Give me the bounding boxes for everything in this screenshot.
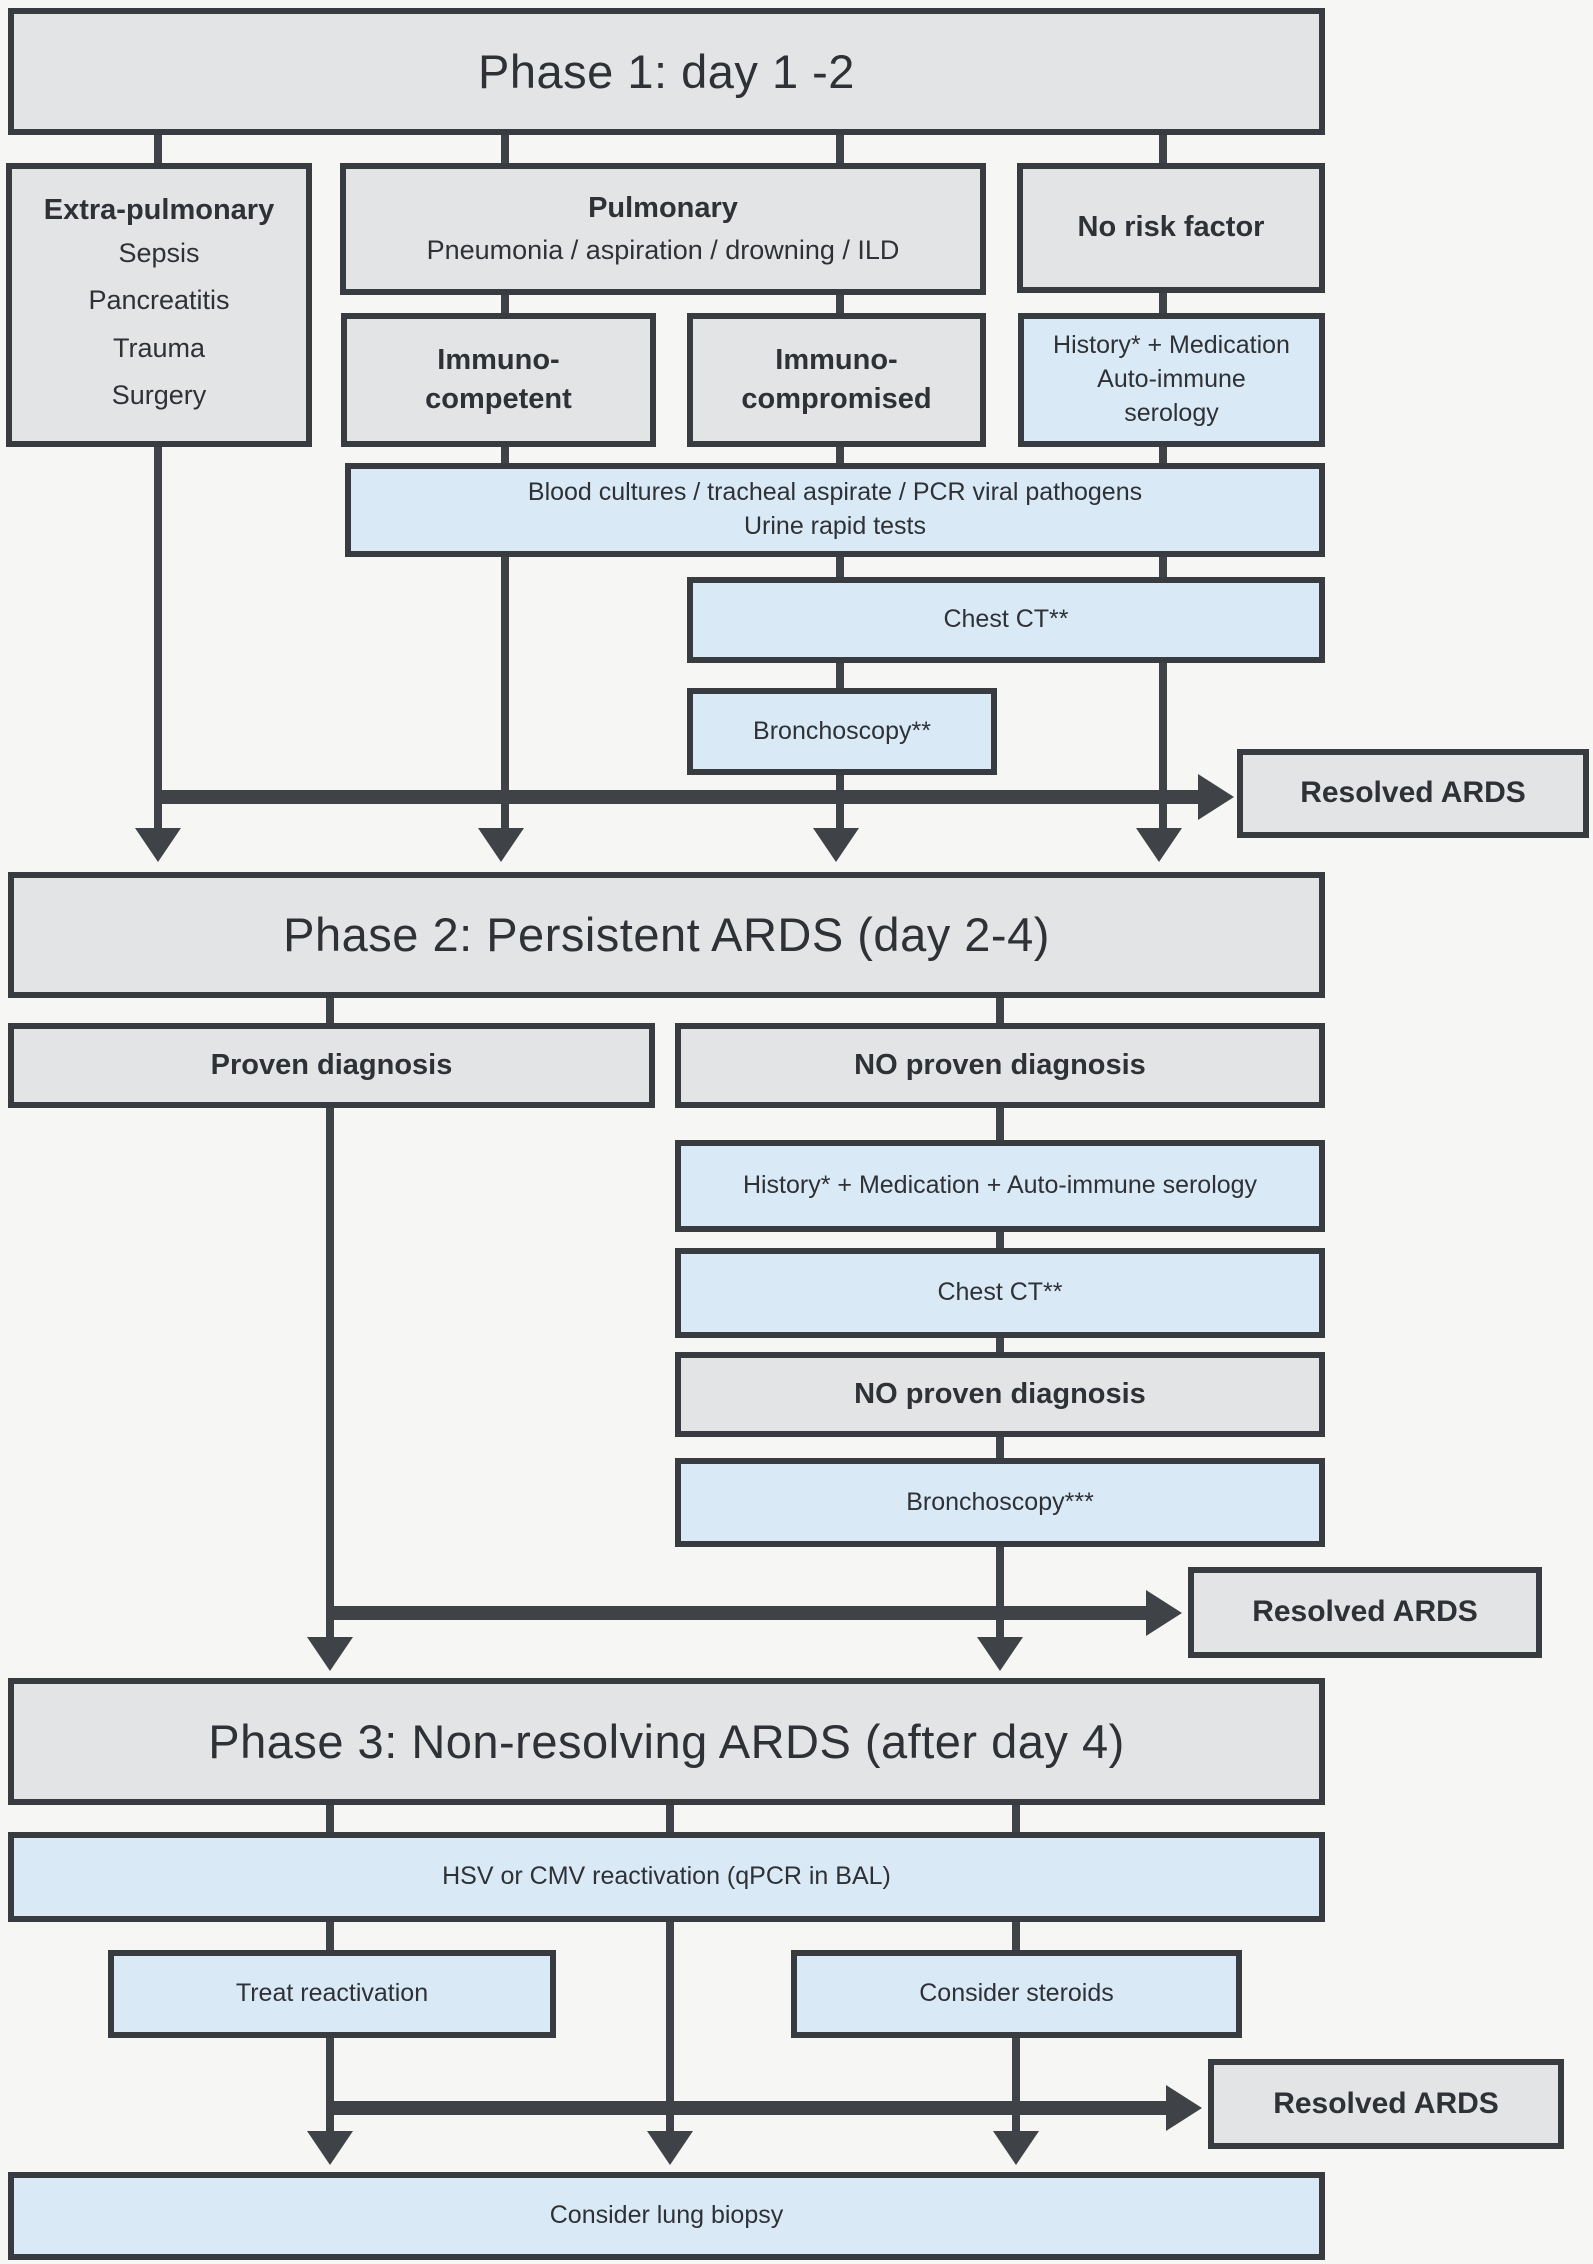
bronchoscopy-phase1-box: Bronchoscopy** (687, 688, 997, 775)
chest-ct-phase1-label: Chest CT** (943, 605, 1069, 634)
arrowhead-down-icon (478, 828, 524, 862)
flow-line (996, 1547, 1004, 1637)
flow-stub (996, 998, 1004, 1023)
flow-stub (501, 295, 509, 313)
chest-ct-phase2-box: Chest CT** (675, 1248, 1325, 1338)
flow-stub (996, 1108, 1004, 1140)
phase2-title: Phase 2: Persistent ARDS (day 2-4) (283, 908, 1050, 962)
arrowhead-down-icon (307, 2131, 353, 2165)
hsv-cmv-reactivation-label: HSV or CMV reactivation (qPCR in BAL) (442, 1862, 891, 1891)
chest-ct-phase1-box: Chest CT** (687, 577, 1325, 663)
arrowhead-down-icon (1136, 828, 1182, 862)
resolved-ards-phase3-box: Resolved ARDS (1208, 2059, 1564, 2149)
no-proven-diagnosis-label: NO proven diagnosis (854, 1048, 1146, 1081)
flow-stub (836, 663, 844, 688)
flow-harrow (158, 790, 1198, 804)
flow-stub (501, 447, 509, 463)
pulmonary-subtitle: Pneumonia / aspiration / drowning / ILD (426, 235, 900, 266)
flow-line (666, 1922, 674, 2131)
flow-line (1159, 663, 1167, 828)
chest-ct-phase2-label: Chest CT** (937, 1278, 1063, 1307)
arrowhead-down-icon (993, 2131, 1039, 2165)
no-risk-factor-label: No risk factor (1077, 211, 1265, 244)
resolved-ards-phase3-label: Resolved ARDS (1273, 2086, 1499, 2120)
consider-lung-biopsy-box: Consider lung biopsy (8, 2172, 1325, 2260)
flow-stub (326, 998, 334, 1023)
resolved-ards-phase1-box: Resolved ARDS (1237, 749, 1589, 838)
pulmonary-title: Pulmonary (588, 192, 738, 225)
arrowhead-down-icon (135, 828, 181, 862)
flow-stub (996, 1437, 1004, 1458)
flow-stub (1159, 293, 1167, 313)
flow-line (326, 1108, 334, 1637)
consider-steroids-box: Consider steroids (791, 1950, 1242, 2038)
arrowhead-down-icon (977, 1637, 1023, 1671)
immuno-competent-box: Immuno- competent (341, 313, 656, 447)
consider-lung-biopsy-label: Consider lung biopsy (549, 2201, 784, 2230)
bronchoscopy-phase2-box: Bronchoscopy*** (675, 1458, 1325, 1547)
resolved-ards-phase2-box: Resolved ARDS (1188, 1567, 1542, 1658)
flow-stub (836, 447, 844, 463)
no-risk-factor-box: No risk factor (1017, 163, 1325, 293)
flow-stub (326, 1922, 334, 1950)
flow-stub (1012, 1922, 1020, 1950)
flow-line (154, 447, 162, 828)
flow-harrow (330, 1606, 1146, 1620)
arrowhead-right-icon (1166, 2085, 1202, 2131)
immuno-compromised-label: Immuno- compromised (741, 343, 932, 415)
consider-steroids-label: Consider steroids (919, 1979, 1114, 2008)
flow-stub (326, 1805, 334, 1832)
bronchoscopy-phase2-label: Bronchoscopy*** (906, 1487, 1094, 1516)
phase1-header-box: Phase 1: day 1 -2 (8, 8, 1325, 135)
no-proven-diagnosis-box: NO proven diagnosis (675, 1023, 1325, 1108)
resolved-ards-phase2-label: Resolved ARDS (1252, 1595, 1478, 1629)
history-serology-phase2-box: History* + Medication + Auto-immune sero… (675, 1140, 1325, 1232)
immuno-competent-label: Immuno- competent (425, 343, 572, 415)
flow-stub (996, 1338, 1004, 1352)
flow-stub (1159, 447, 1167, 463)
flow-line (326, 2038, 334, 2131)
treat-reactivation-box: Treat reactivation (108, 1950, 556, 2038)
flow-harrow (330, 2101, 1166, 2115)
flow-stub (501, 135, 509, 163)
history-medication-serology-label: History* + Medication Auto-immune serolo… (1053, 331, 1290, 427)
treat-reactivation-label: Treat reactivation (235, 1979, 429, 2008)
flow-stub (154, 135, 162, 163)
extra-pulmonary-title: Extra-pulmonary (43, 193, 275, 226)
flow-stub (1159, 135, 1167, 163)
phase1-title: Phase 1: day 1 -2 (478, 44, 855, 98)
flow-stub (836, 135, 844, 163)
flow-stub (666, 1805, 674, 1832)
blood-cultures-label: Blood cultures / tracheal aspirate / PCR… (527, 478, 1143, 540)
arrowhead-right-icon (1146, 1590, 1182, 1636)
flow-stub (996, 1232, 1004, 1248)
flow-line (501, 557, 509, 828)
bronchoscopy-phase1-label: Bronchoscopy** (753, 716, 931, 745)
flow-stub (836, 557, 844, 577)
hsv-cmv-reactivation-box: HSV or CMV reactivation (qPCR in BAL) (8, 1832, 1325, 1922)
immuno-compromised-box: Immuno- compromised (687, 313, 986, 447)
proven-diagnosis-box: Proven diagnosis (8, 1023, 655, 1108)
phase3-title: Phase 3: Non-resolving ARDS (after day 4… (208, 1714, 1125, 1768)
arrowhead-down-icon (813, 828, 859, 862)
arrowhead-down-icon (307, 1637, 353, 1671)
resolved-ards-phase1-label: Resolved ARDS (1300, 776, 1526, 810)
arrowhead-down-icon (647, 2131, 693, 2165)
arrowhead-right-icon (1198, 774, 1234, 820)
flow-stub (836, 295, 844, 313)
pulmonary-box: Pulmonary Pneumonia / aspiration / drown… (340, 163, 986, 295)
extra-pulmonary-box: Extra-pulmonary Sepsis Pancreatitis Trau… (6, 163, 312, 447)
blood-cultures-box: Blood cultures / tracheal aspirate / PCR… (345, 463, 1325, 557)
proven-diagnosis-label: Proven diagnosis (210, 1048, 453, 1081)
no-proven-diagnosis-2-box: NO proven diagnosis (675, 1352, 1325, 1437)
phase2-header-box: Phase 2: Persistent ARDS (day 2-4) (8, 872, 1325, 998)
flow-stub (1159, 557, 1167, 577)
no-proven-diagnosis-2-label: NO proven diagnosis (854, 1377, 1146, 1410)
extra-pulmonary-items: Sepsis Pancreatitis Trauma Surgery (88, 238, 230, 410)
history-serology-phase2-label: History* + Medication + Auto-immune sero… (742, 1171, 1258, 1200)
phase3-header-box: Phase 3: Non-resolving ARDS (after day 4… (8, 1678, 1325, 1805)
flow-stub (1012, 1805, 1020, 1832)
flow-line (1012, 2038, 1020, 2131)
history-medication-serology-box: History* + Medication Auto-immune serolo… (1018, 313, 1325, 447)
